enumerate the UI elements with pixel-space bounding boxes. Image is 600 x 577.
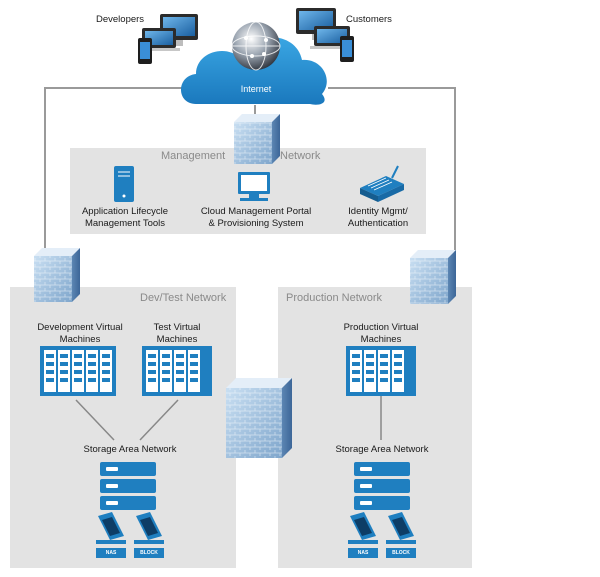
customers-devices-icon (296, 8, 354, 62)
firewall-icon-management (234, 114, 280, 164)
developers-devices-icon (138, 14, 198, 64)
connector-internet-production (328, 87, 456, 258)
internet-cloud-icon (181, 21, 327, 105)
block-device-devtest-icon (134, 512, 164, 558)
firewall-icon-production (410, 250, 456, 304)
computer-monitor-icon (238, 172, 270, 201)
nas-device-production-icon (348, 512, 378, 558)
devtest-network-title: Dev/Test Network (140, 292, 227, 304)
management-network-title-right: Network (280, 150, 321, 162)
dev-vm-label-line2: Machines (59, 334, 101, 345)
firewall-icon-devtest (34, 248, 80, 302)
server-tower-icon (114, 166, 134, 202)
dev-vm-label: Development Virtual Machines (32, 322, 128, 346)
production-block-label: BLOCK (392, 550, 410, 556)
test-vm-label-line2: Machines (156, 334, 198, 345)
management-network-title-left: Management (161, 150, 226, 162)
production-vm-label: Production Virtual Machines (334, 322, 428, 346)
storage-stack-production (354, 462, 410, 510)
production-vm-label-line1: Production Virtual (343, 322, 419, 333)
alm-tools-label-line1: Application Lifecycle (81, 206, 169, 217)
connector-internet-devtest (44, 87, 185, 258)
devtest-san-label: Storage Area Network (83, 444, 177, 455)
customers-label: Customers (346, 14, 392, 25)
production-san-label: Storage Area Network (335, 444, 429, 455)
cloud-portal-label: Cloud Management Portal & Provisioning S… (196, 206, 316, 230)
devtest-block-label: BLOCK (140, 550, 158, 556)
firewall-icon-center (226, 378, 292, 458)
storage-stack-devtest (100, 462, 156, 510)
devtest-network-panel (10, 287, 236, 568)
dev-vm-label-line1: Development Virtual (37, 322, 123, 333)
alm-tools-label: Application Lifecycle Management Tools (72, 206, 178, 230)
nas-device-devtest-icon (96, 512, 126, 558)
devtest-nas-label: NAS (105, 550, 117, 556)
production-nas-label: NAS (357, 550, 369, 556)
vm-san-links (75, 396, 382, 441)
identity-mgmt-label-line2: Authentication (347, 218, 409, 229)
cloud-portal-label-line2: & Provisioning System (208, 218, 304, 229)
production-network-panel (278, 287, 472, 568)
identity-mgmt-label-line1: Identity Mgmt/ (348, 206, 408, 217)
test-vm-label-line1: Test Virtual (153, 322, 201, 333)
production-vm-label-line2: Machines (360, 334, 402, 345)
vm-rack-development (40, 346, 116, 396)
block-device-production-icon (386, 512, 416, 558)
internet-label: Internet (240, 84, 272, 94)
developers-label: Developers (96, 14, 145, 25)
vm-rack-production (346, 346, 416, 396)
test-vm-label: Test Virtual Machines (142, 322, 212, 346)
vm-rack-test (142, 346, 212, 396)
cloud-portal-label-line1: Cloud Management Portal (200, 206, 312, 217)
production-network-title: Production Network (286, 292, 382, 304)
card-reader-icon (360, 165, 404, 202)
identity-mgmt-label: Identity Mgmt/ Authentication (336, 206, 420, 230)
alm-tools-label-line2: Management Tools (84, 218, 166, 229)
